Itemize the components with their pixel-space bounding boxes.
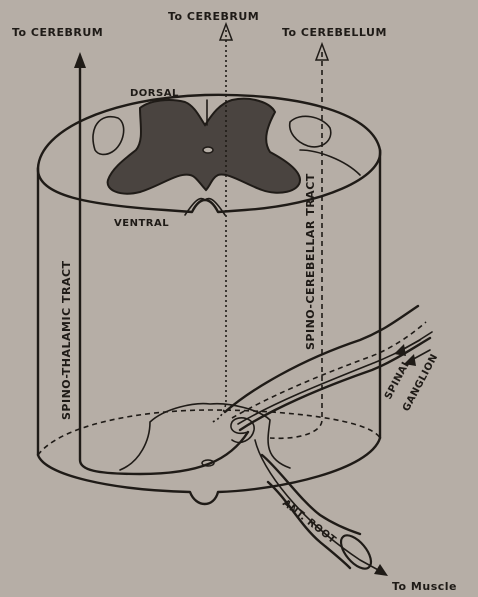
label-to-muscle: To Muscle (392, 580, 457, 593)
bottom-section-back (38, 410, 380, 455)
right-dorsal-tract-outline (290, 116, 331, 147)
label-spino-thalamic-tract: SPINO-THALAMIC TRACT (60, 260, 73, 420)
bottom-section-front (38, 438, 380, 504)
motor-fiber-line (255, 440, 382, 572)
central-canal-top (203, 147, 213, 153)
label-to-cerebrum-left: To CEREBRUM (12, 26, 103, 39)
sensory-arrowhead-a (394, 344, 406, 356)
arrowhead-to-cerebrum-left (74, 52, 86, 68)
dorsal-column-line (212, 30, 226, 422)
label-to-cerebellum: To CEREBELLUM (282, 26, 387, 39)
arrowhead-to-muscle (374, 564, 388, 576)
grey-matter-top (108, 99, 300, 194)
label-ventral: VENTRAL (114, 218, 169, 229)
right-lateral-tract-outline (300, 150, 360, 175)
left-dorsal-tract-outline (93, 117, 124, 155)
label-to-cerebrum-center: To CEREBRUM (168, 10, 259, 23)
label-dorsal: DORSAL (130, 88, 179, 99)
nerve-cut-end (335, 530, 376, 573)
label-spino-cerebellar-tract: SPINO-CEREBELLAR TRACT (304, 173, 317, 350)
